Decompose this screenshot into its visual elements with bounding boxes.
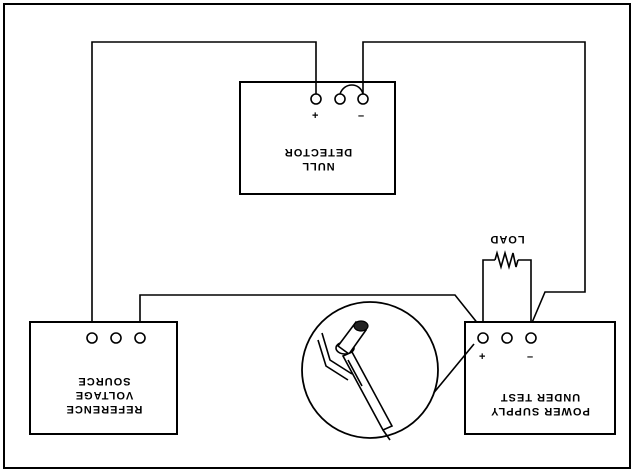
ref-terminal-mid[interactable]	[110, 332, 122, 344]
callout-line	[431, 343, 475, 396]
reference-label-3: SOURCE	[77, 375, 130, 387]
reference-source-box	[29, 321, 178, 435]
wire-ref-to-psu-plus	[139, 294, 484, 333]
null-plus-label: +	[312, 110, 319, 122]
psu-plus-label: +	[479, 351, 486, 363]
load-resistor	[494, 250, 519, 270]
reference-label-2: VOLTAGE	[75, 389, 134, 401]
probe-detail	[317, 320, 394, 441]
magnifier-circle	[301, 301, 439, 439]
power-supply-box	[464, 321, 616, 435]
power-supply-label-2: UNDER TEST	[500, 391, 580, 403]
psu-mid-terminal[interactable]	[501, 332, 513, 344]
null-mid-terminal[interactable]	[334, 93, 346, 105]
null-jumper	[339, 84, 364, 95]
psu-minus-terminal[interactable]	[525, 332, 537, 344]
reference-label-1: REFERENCE	[66, 403, 143, 415]
null-detector-label-1: NULL	[301, 160, 334, 172]
wire-load-right	[518, 259, 532, 330]
load-label: LOAD	[489, 233, 524, 245]
wire-null-minus-to-psu-minus	[362, 41, 586, 326]
null-minus-terminal[interactable]	[357, 93, 369, 105]
null-detector-label-2: DETECTOR	[284, 146, 352, 158]
wire-ref-to-null-plus	[91, 41, 317, 333]
wire-load-left	[482, 259, 495, 330]
psu-plus-terminal[interactable]	[477, 332, 489, 344]
ref-terminal-left[interactable]	[86, 332, 98, 344]
ref-terminal-right[interactable]	[134, 332, 146, 344]
diagram-frame	[3, 3, 631, 469]
psu-minus-label: –	[527, 351, 534, 363]
null-plus-terminal[interactable]	[310, 93, 322, 105]
null-minus-label: –	[358, 110, 365, 122]
power-supply-label-1: POWER SUPPLY	[490, 405, 590, 417]
